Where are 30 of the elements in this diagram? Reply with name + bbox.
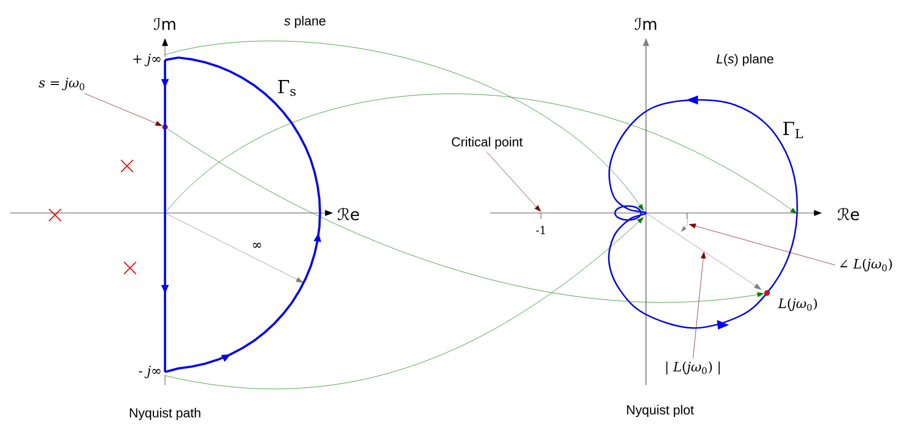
mapping-arrow xyxy=(164,217,644,389)
axis-label: ℛe xyxy=(338,208,359,220)
leader-line xyxy=(692,252,706,358)
tick-label: -1 xyxy=(536,226,545,234)
contour-label: Γ$_{s}$ xyxy=(278,80,296,96)
leader-line xyxy=(689,224,836,266)
callout-label: Critical point xyxy=(452,136,523,150)
axis-label: ℐm xyxy=(634,18,656,30)
callout-label: | L(jω$_{0}$) | xyxy=(666,362,720,374)
leader-line xyxy=(84,93,162,126)
point-label: L(jω$_{0}$) xyxy=(778,298,817,311)
point-label: + j∞ xyxy=(133,54,160,66)
angle-arc xyxy=(681,214,688,232)
panel-caption: Nyquist plot xyxy=(627,404,694,418)
callout-label: ∠ L(jω$_{0}$) xyxy=(840,258,892,272)
mapping-arrow xyxy=(164,40,644,211)
point-label: s = jω$_{0}$ xyxy=(38,78,84,90)
plane-label: L(s) plane xyxy=(716,54,774,66)
panel-caption: Nyquist path xyxy=(130,408,200,420)
mapping-arrow xyxy=(167,128,764,303)
point-label: - j∞ xyxy=(139,366,160,378)
mapping-arrow xyxy=(164,94,797,214)
radius-label: ∞ xyxy=(253,242,262,248)
leader-line xyxy=(486,152,541,212)
radius-arrow xyxy=(646,212,762,290)
axis-label: ℛe xyxy=(838,208,859,220)
plane-label: s plane xyxy=(284,16,326,28)
contour-path xyxy=(164,56,322,374)
node-label: Γ$_{L}$ xyxy=(783,122,803,138)
axis-label: ℐm xyxy=(154,18,176,30)
